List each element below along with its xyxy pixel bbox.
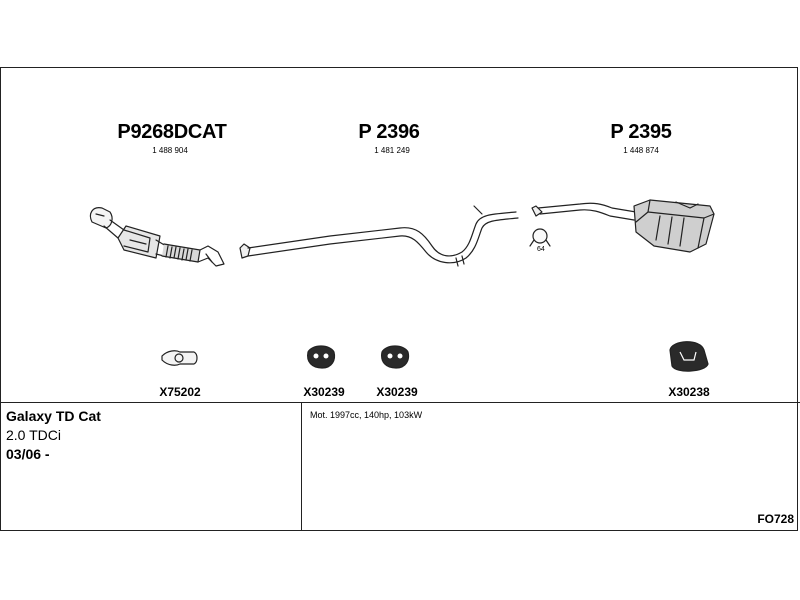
part-code-center-pipe: P 2396: [358, 121, 420, 143]
rubber-hanger-1-drawing: [307, 345, 336, 369]
part-number-rear-silencer: 1 448 874: [623, 146, 659, 155]
vehicle-engine: 2.0 TDCi: [6, 427, 61, 443]
part-code-rear-silencer: P 2395: [610, 121, 672, 143]
divider-vertical: [301, 402, 302, 531]
rubber-hanger-3-drawing: [669, 341, 709, 372]
vehicle-date: 03/06 -: [6, 446, 50, 462]
part-number-catalyst: 1 488 904: [152, 146, 188, 155]
part-code-catalyst: P9268DCAT: [117, 121, 227, 143]
engine-spec: Mot. 1997cc, 140hp, 103kW: [310, 410, 423, 420]
rear-silencer-drawing: [531, 199, 715, 253]
gasket-drawing: [161, 350, 198, 366]
hardware-code-hanger-3: X30238: [668, 385, 710, 399]
rubber-hanger-2-drawing: [381, 345, 410, 369]
part-number-center-pipe: 1 481 249: [374, 146, 410, 155]
catalyst-drawing: [89, 207, 225, 267]
divider-horizontal: [0, 402, 800, 403]
clamp-size-label: 64: [537, 246, 545, 253]
vehicle-info: Galaxy TD Cat 2.0 TDCi 03/06 -: [6, 407, 101, 464]
clamp-drawing: [529, 228, 551, 247]
hardware-code-hanger-1: X30239: [303, 385, 345, 399]
vehicle-model: Galaxy TD Cat: [6, 408, 101, 424]
hardware-code-gasket: X75202: [159, 385, 201, 399]
center-pipe-drawing: [239, 205, 519, 267]
reference-code: FO728: [757, 512, 794, 526]
hardware-code-hanger-2: X30239: [376, 385, 418, 399]
diagram-frame: [0, 67, 798, 531]
